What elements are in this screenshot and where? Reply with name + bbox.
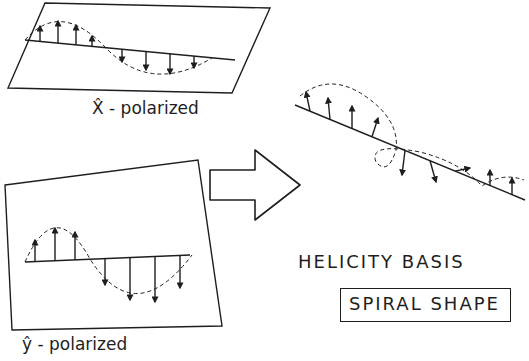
field-arrow xyxy=(104,259,105,285)
framed-text-box: SPIRAL SHAPE xyxy=(340,288,511,322)
y-wave xyxy=(25,228,192,294)
field-arrow xyxy=(511,178,512,195)
block-arrow xyxy=(210,150,300,220)
x-field-arrows xyxy=(40,21,194,74)
y-plane xyxy=(5,160,222,330)
helix-spiral xyxy=(300,84,524,186)
field-arrow xyxy=(402,150,405,175)
field-arrow xyxy=(57,21,58,43)
x-wave xyxy=(25,22,212,74)
field-arrow xyxy=(74,232,75,260)
y-axis-line xyxy=(25,255,190,262)
x-axis-line xyxy=(25,40,235,60)
field-arrow xyxy=(145,52,146,71)
field-arrow xyxy=(455,168,470,171)
helix-field-arrows xyxy=(306,92,512,195)
field-arrow xyxy=(34,240,35,262)
field-arrow xyxy=(75,25,76,45)
plane-label: X̂ - polarized xyxy=(92,98,199,118)
field-arrow xyxy=(328,98,330,120)
field-arrow xyxy=(129,258,130,300)
field-arrow xyxy=(179,255,180,288)
field-arrow xyxy=(351,106,352,129)
field-arrow xyxy=(306,92,310,111)
field-arrow xyxy=(54,228,55,261)
field-arrow xyxy=(169,54,170,74)
field-arrow xyxy=(372,118,378,137)
field-arrow xyxy=(121,49,122,62)
field-arrow xyxy=(430,161,436,182)
box-text: SPIRAL SHAPE xyxy=(349,293,502,315)
y-field-arrows xyxy=(35,228,180,302)
field-arrow xyxy=(154,257,155,303)
field-arrow xyxy=(489,170,490,186)
x-plane xyxy=(8,3,270,93)
basis-heading: HELICITY BASIS xyxy=(298,252,465,272)
plane-label: ŷ - polarized xyxy=(22,334,127,354)
field-arrow xyxy=(91,36,92,46)
field-arrow xyxy=(193,56,194,68)
field-arrow xyxy=(39,26,40,41)
